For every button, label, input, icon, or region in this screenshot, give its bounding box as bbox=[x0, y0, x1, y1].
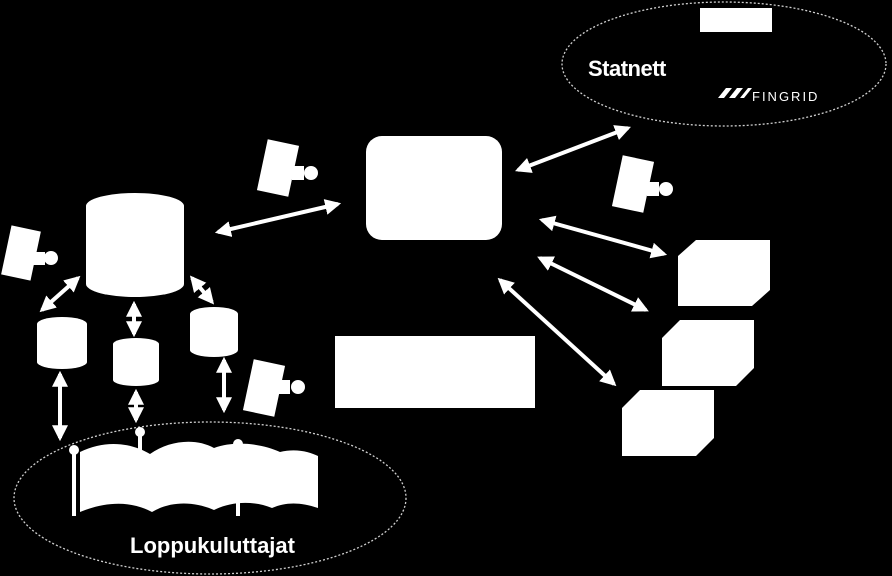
arrow-hub-party-2 bbox=[537, 256, 649, 312]
consumers-map-icon bbox=[69, 427, 318, 516]
meter-device-icon bbox=[242, 359, 305, 417]
fingrid-logo-icon bbox=[718, 88, 752, 98]
arrow-hub-party-3 bbox=[497, 277, 617, 387]
small-database-icon bbox=[37, 317, 87, 369]
statnett-logo: Statnett bbox=[588, 56, 666, 81]
meter-device-icon bbox=[611, 155, 673, 213]
small-database-icon bbox=[113, 338, 159, 386]
fingrid-logo: FINGRID bbox=[752, 89, 820, 104]
arrow-db-small-1 bbox=[39, 275, 81, 313]
arrow-database-hub bbox=[214, 199, 342, 237]
main-database-icon bbox=[86, 193, 184, 297]
arrow-hub-party-1 bbox=[538, 215, 668, 259]
tso-header-box bbox=[700, 8, 772, 32]
meter-device-icon bbox=[256, 139, 318, 197]
consumers-label: Loppukuluttajat bbox=[130, 533, 295, 558]
party-box bbox=[678, 240, 770, 306]
tso-ellipse bbox=[561, 1, 887, 127]
small-database-icon bbox=[190, 307, 238, 357]
blank-info-box bbox=[335, 336, 535, 408]
meter-device-icon bbox=[1, 225, 58, 281]
central-hub-box bbox=[366, 136, 502, 240]
party-box bbox=[622, 390, 714, 456]
party-box bbox=[662, 320, 754, 386]
consumers-ellipse bbox=[13, 421, 407, 575]
arrow-hub-tso bbox=[515, 125, 631, 173]
arrow-db-small-3 bbox=[189, 275, 215, 305]
